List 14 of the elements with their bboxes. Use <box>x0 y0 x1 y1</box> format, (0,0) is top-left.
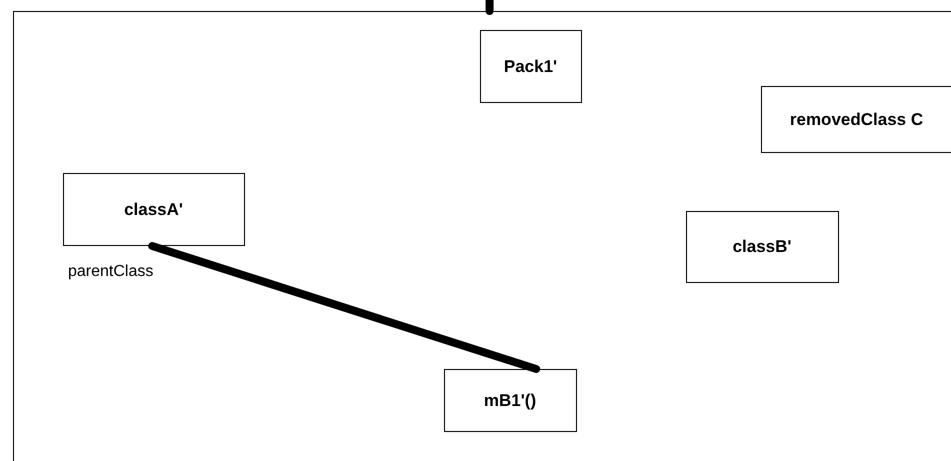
class-name: mB1'() <box>484 390 536 410</box>
frame-box <box>13 11 951 461</box>
connector-line <box>148 242 540 373</box>
class-name: classA' <box>124 198 183 220</box>
edge-label: parentClass <box>68 263 154 281</box>
class-box <box>444 368 576 432</box>
class-box <box>480 30 582 102</box>
class-name: Pack1' <box>504 56 558 76</box>
class-name: classB' <box>732 236 792 257</box>
class-box <box>686 210 838 282</box>
stub-line <box>486 0 494 15</box>
class-name: removedClass C <box>790 108 924 130</box>
class-box <box>760 86 951 152</box>
class-box <box>62 172 244 246</box>
